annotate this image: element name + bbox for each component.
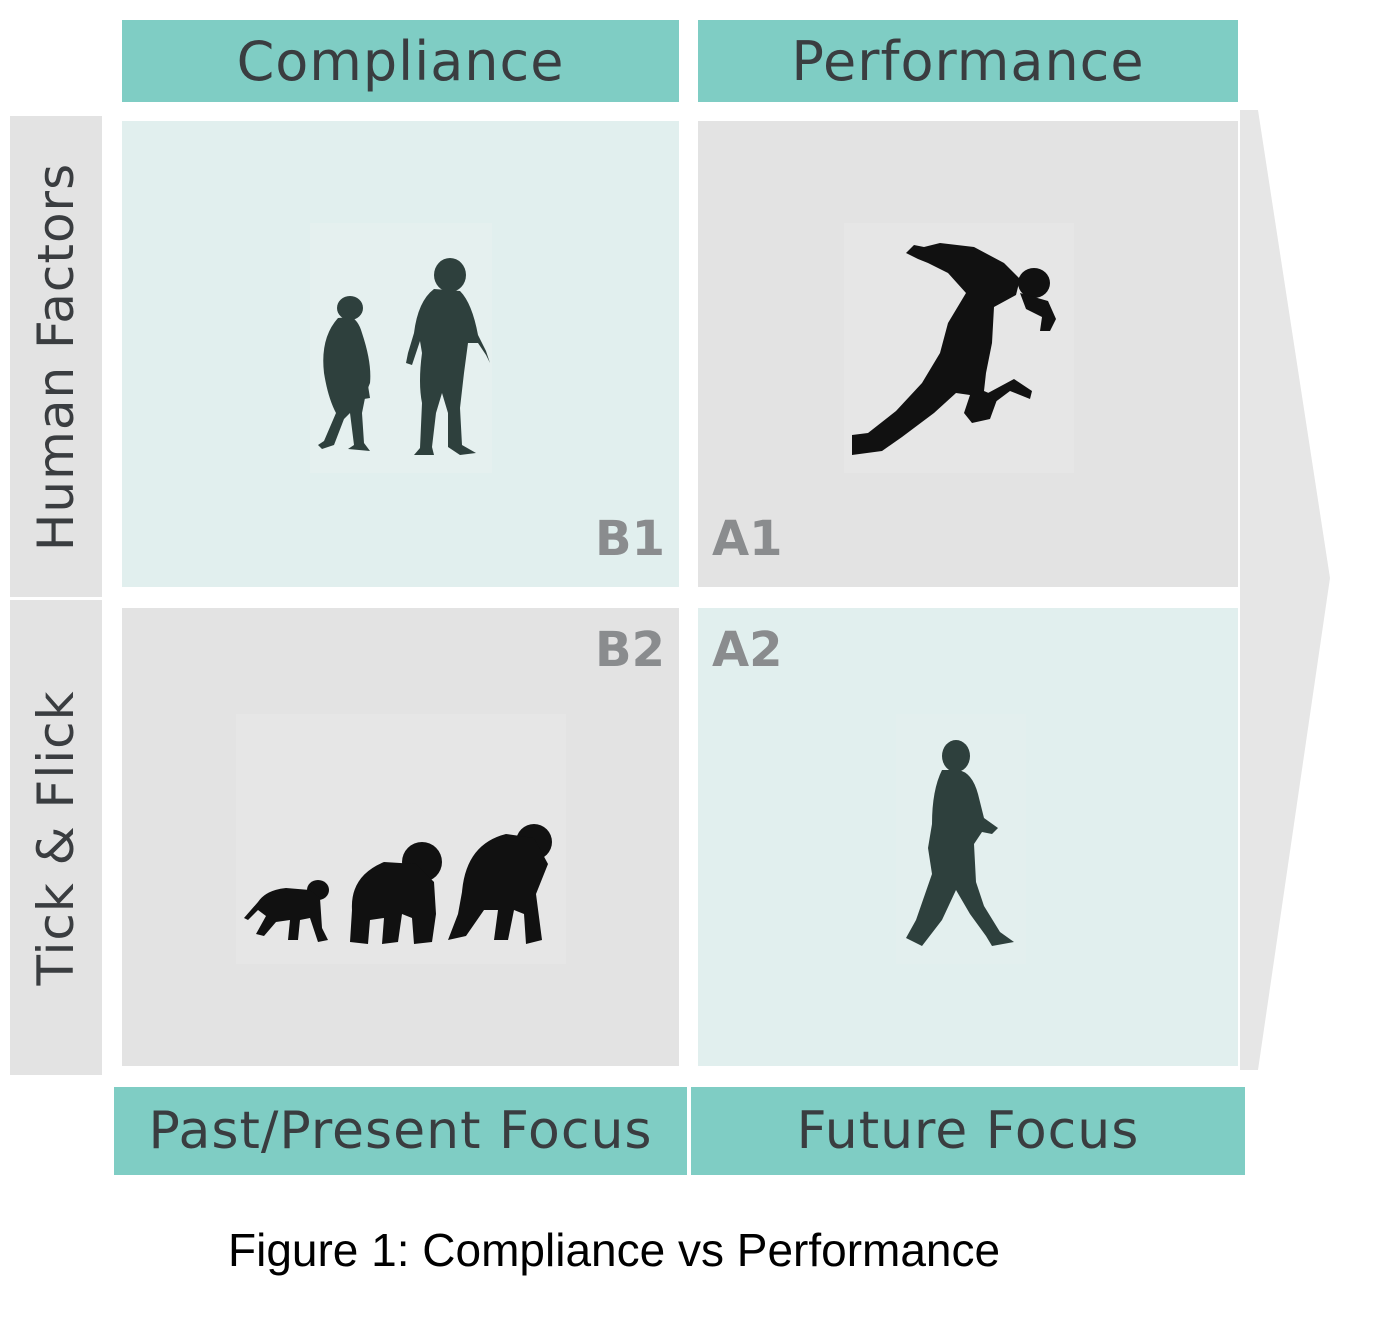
early-human-evolution-icon (310, 223, 492, 473)
row-label-tick-flick: Tick & Flick (10, 600, 102, 1075)
sprinter-icon (844, 223, 1074, 473)
walking-human-icon (896, 714, 1026, 964)
quadrant-a1: A1 (698, 121, 1238, 587)
quadrant-code-b2: B2 (595, 622, 665, 678)
axis-footer-past-present: Past/Present Focus (114, 1087, 687, 1175)
figure-caption-text: Figure 1: Compliance vs Performance (228, 1224, 1001, 1276)
quadrant-b1: B1 (122, 121, 679, 587)
quadrant-code-a2: A2 (712, 622, 783, 678)
progress-arrow-icon (1240, 110, 1330, 1070)
axis-footer-future-label: Future Focus (796, 1101, 1140, 1161)
apes-on-all-fours-icon (236, 714, 566, 964)
quadrant-b2: B2 (122, 608, 679, 1066)
quadrant-code-a1: A1 (712, 511, 783, 567)
row-label-human-factors-text: Human Factors (27, 162, 85, 551)
row-label-human-factors: Human Factors (10, 116, 102, 597)
column-header-compliance: Compliance (122, 20, 679, 102)
column-header-performance-label: Performance (791, 29, 1145, 93)
quadrant-a2: A2 (698, 608, 1238, 1066)
row-label-tick-flick-text: Tick & Flick (27, 689, 85, 986)
axis-footer-past-present-label: Past/Present Focus (148, 1101, 653, 1161)
axis-footer-future: Future Focus (691, 1087, 1245, 1175)
figure-caption: Figure 1: Compliance vs Performance (228, 1223, 1000, 1277)
column-header-compliance-label: Compliance (236, 29, 565, 93)
column-header-performance: Performance (698, 20, 1238, 102)
quadrant-code-b1: B1 (595, 511, 665, 567)
